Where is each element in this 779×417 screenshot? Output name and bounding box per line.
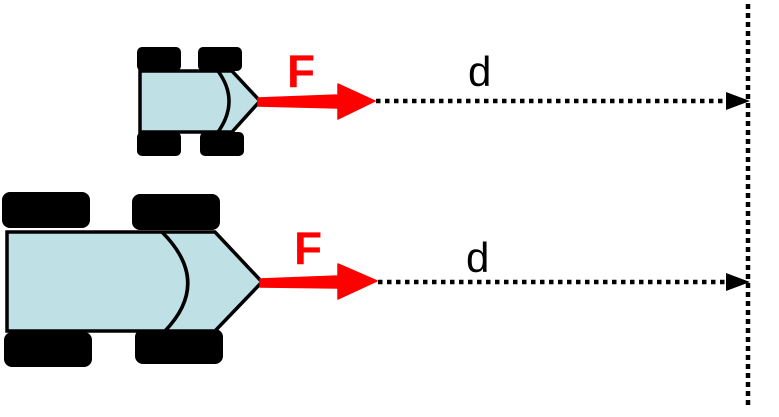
force-label-top: F [287,45,315,97]
small-car-wheel-rear-bottom [137,132,181,156]
large-car-windshield [160,230,190,333]
force-arrow-bottom [259,263,378,300]
small-car-windshield [216,69,231,134]
distance-arrow-top [376,92,750,110]
distance-label-top: d [468,48,491,95]
distance-label-bottom: d [466,234,489,281]
large-car-wheel-rear-top [2,192,90,228]
large-car-body [5,230,265,333]
large-car-wheel-rear-bottom [4,332,92,367]
small-car-wheel-front-bottom [200,132,244,156]
small-car-wheel-front-top [198,47,242,71]
large-car [2,192,265,367]
distance-arrow-bottom [378,273,750,291]
small-car-body [138,69,263,134]
force-arrow-top [257,83,376,120]
small-car [137,47,263,156]
force-label-bottom: F [294,222,322,274]
large-car-wheel-front-top [132,194,220,230]
small-car-wheel-rear-top [137,47,181,71]
large-car-wheel-front-bottom [135,329,223,364]
